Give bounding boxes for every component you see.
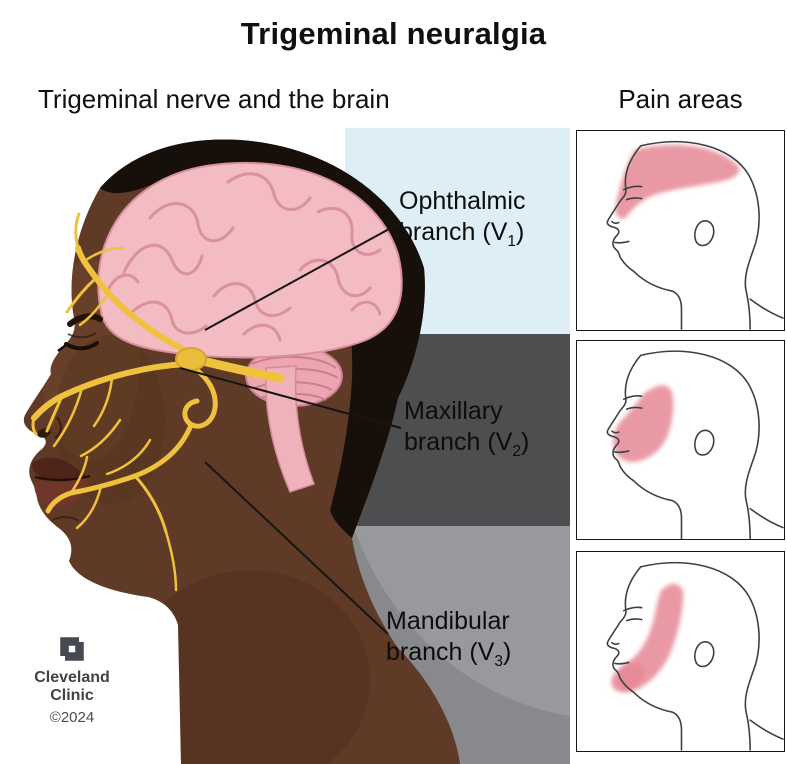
pain-head-v3 <box>606 561 784 751</box>
eyelash <box>57 344 67 352</box>
pain-area-box-maxillary <box>576 340 785 540</box>
page-title: Trigeminal neuralgia <box>240 16 547 51</box>
mandibular-branch <box>45 422 194 514</box>
cheek-shading <box>55 335 165 505</box>
label-line-mandibular <box>204 461 389 635</box>
pain-head-v2 <box>606 350 784 539</box>
brain <box>97 161 403 493</box>
closed-eye <box>64 341 99 351</box>
brainstem <box>264 365 315 493</box>
trigeminal-ganglion <box>175 347 207 371</box>
label-line-maxillary <box>179 367 402 429</box>
branch-name: Mandibular <box>386 607 510 635</box>
anatomy-section-heading: Trigeminal nerve and the brain <box>38 84 390 114</box>
branch-designation: branch (V1) <box>399 218 525 250</box>
brand-name-line2: Clinic <box>50 687 94 704</box>
label-maxillary-branch: Maxillary branch (V2) <box>404 396 529 467</box>
eyebrow <box>67 313 103 327</box>
branch-designation: branch (V2) <box>404 428 530 460</box>
label-ophthalmic-branch: Ophthalmic branch (V1) <box>399 186 525 257</box>
branch-subscript: 3 <box>494 653 504 670</box>
branch-designation: branch (V3) <box>386 638 512 670</box>
branch-name: Maxillary <box>404 397 503 425</box>
branch-subscript: 2 <box>512 443 522 460</box>
pain-areas-heading: Pain areas <box>618 84 743 114</box>
ophthalmic-branch <box>75 245 191 355</box>
pointer-lines <box>179 222 402 635</box>
brain-gyri <box>106 172 382 342</box>
maxillary-branch <box>31 361 189 421</box>
upper-lip <box>32 457 88 480</box>
copyright-text: ©2024 <box>49 709 95 726</box>
brand-footer: Cleveland Clinic ©2024 <box>24 634 120 726</box>
pain-region-v1 <box>615 144 740 219</box>
neck-shading <box>130 570 370 764</box>
branch-name: Ophthalmic <box>399 187 526 215</box>
nose-wing <box>54 416 62 439</box>
mandibular-branch-loop <box>182 365 218 429</box>
anatomy-illustration <box>23 128 570 764</box>
chin-crease <box>51 516 80 522</box>
mouth-line <box>34 474 91 482</box>
branch-subscript: 1 <box>507 233 517 250</box>
eyelid-crease <box>67 332 97 339</box>
label-mandibular-branch: Mandibular branch (V3) <box>386 606 511 677</box>
pain-head-v1 <box>606 140 784 330</box>
brand-name-line1: Cleveland <box>34 669 110 686</box>
pain-area-box-mandibular <box>576 551 785 752</box>
label-line-ophthalmic <box>204 222 401 331</box>
pain-region-v2 <box>613 385 674 463</box>
trigeminal-nerve <box>31 212 285 592</box>
cleveland-clinic-logo-icon <box>60 637 84 661</box>
pain-area-box-ophthalmic <box>576 130 785 331</box>
